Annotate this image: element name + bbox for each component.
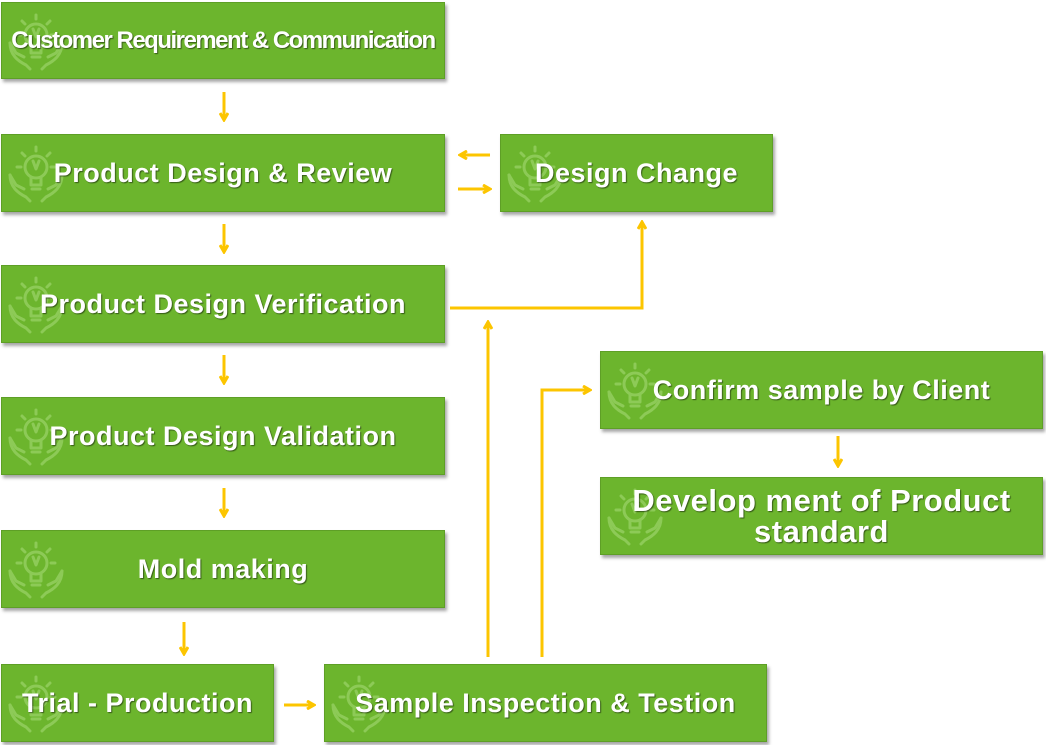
step-label: Design Change bbox=[534, 157, 739, 188]
step-label: Trial - Production bbox=[21, 687, 253, 718]
step-customer-requirement: Customer Requirement & Communication bbox=[1, 2, 445, 79]
step-label: Product Design Validation bbox=[49, 420, 397, 451]
step-trial-production: Trial - Production bbox=[1, 664, 274, 742]
step-label: Customer Requirement & Communication bbox=[11, 26, 436, 54]
step-design-verification: Product Design Verification bbox=[1, 265, 445, 343]
step-confirm-sample: Confirm sample by Client bbox=[600, 351, 1043, 429]
step-label: Product Design & Review bbox=[53, 157, 393, 188]
arrow-inspection-to-confirm bbox=[540, 390, 590, 657]
step-design-change: Design Change bbox=[500, 134, 773, 212]
arrow-verification-to-change bbox=[450, 222, 642, 310]
step-sample-inspection: Sample Inspection & Testion bbox=[324, 664, 767, 742]
step-label: Product Design Verification bbox=[39, 288, 407, 319]
step-label: Confirm sample by Client bbox=[652, 374, 991, 405]
step-design-validation: Product Design Validation bbox=[1, 397, 445, 475]
step-product-standard: Develop ment of Product standard bbox=[600, 477, 1043, 555]
step-product-design-review: Product Design & Review bbox=[1, 134, 445, 212]
step-label-line-2: standard bbox=[754, 514, 889, 549]
step-mold-making: Mold making bbox=[1, 530, 445, 608]
step-label: Mold making bbox=[137, 553, 309, 584]
step-label: Sample Inspection & Testion bbox=[355, 687, 736, 718]
step-label-line-1: Develop ment of Product bbox=[632, 483, 1011, 518]
